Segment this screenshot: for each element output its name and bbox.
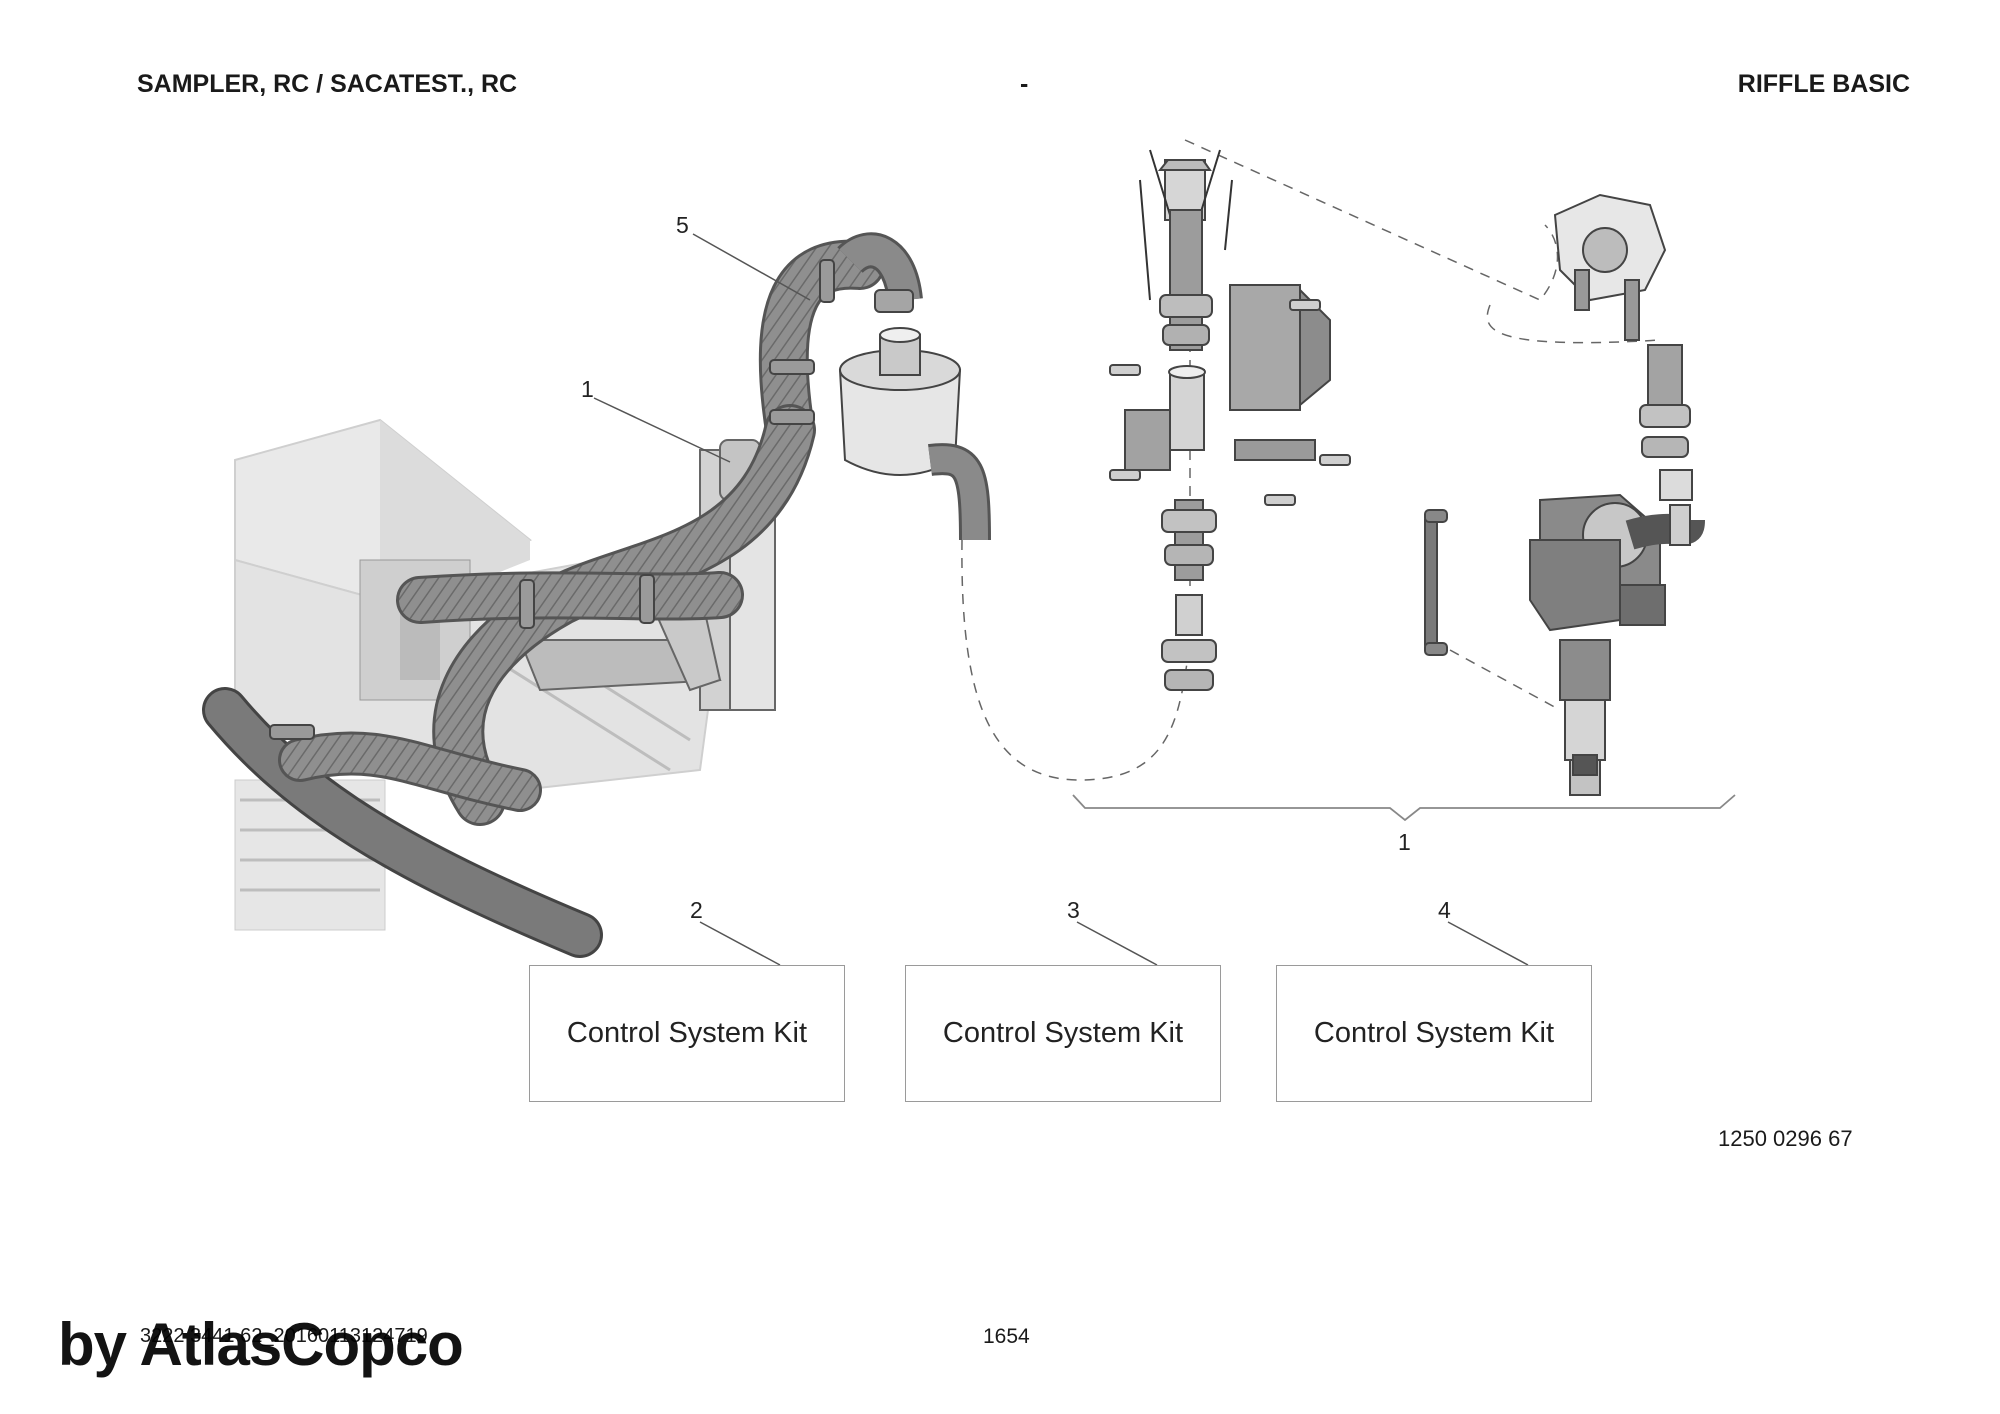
drawing-part-number: 1250 0296 67 — [1718, 1126, 1853, 1151]
header-separator: - — [1020, 70, 1029, 98]
kit-box-4: Control System Kit — [1276, 965, 1592, 1102]
watermark: by AtlasCopco — [58, 1311, 464, 1378]
callout-3: 3 — [1067, 897, 1080, 923]
callout-5: 5 — [676, 212, 689, 238]
callout-leader-lines — [593, 233, 1529, 966]
callout-1-hose: 1 — [581, 376, 594, 402]
footer-document-id: 3222 3441 62_20160113124719 — [140, 1325, 428, 1347]
callout-4: 4 — [1438, 897, 1451, 923]
sample-hose — [202, 239, 885, 958]
kit-box-4-label: Control System Kit — [1313, 1017, 1555, 1049]
exploded-pipe-stack — [1109, 149, 1351, 691]
kit-box-2: Control System Kit — [529, 965, 845, 1102]
kit-box-2-label: Control System Kit — [566, 1017, 808, 1049]
callout-1-assembly: 1 — [1398, 829, 1411, 855]
callout-2: 2 — [690, 897, 703, 923]
hose-clamps — [269, 259, 835, 740]
cyclone-separator — [837, 232, 991, 541]
header-title-left: SAMPLER, RC / SACATEST., RC — [137, 70, 518, 98]
kit-box-3-label: Control System Kit — [942, 1017, 1184, 1049]
riffle-splitter-assembly — [1424, 193, 1705, 796]
header-title-right: RIFFLE BASIC — [1737, 70, 1910, 98]
kit-box-3: Control System Kit — [905, 965, 1221, 1102]
footer-page-number: 1654 — [983, 1325, 1030, 1348]
group-bracket — [1072, 794, 1736, 822]
